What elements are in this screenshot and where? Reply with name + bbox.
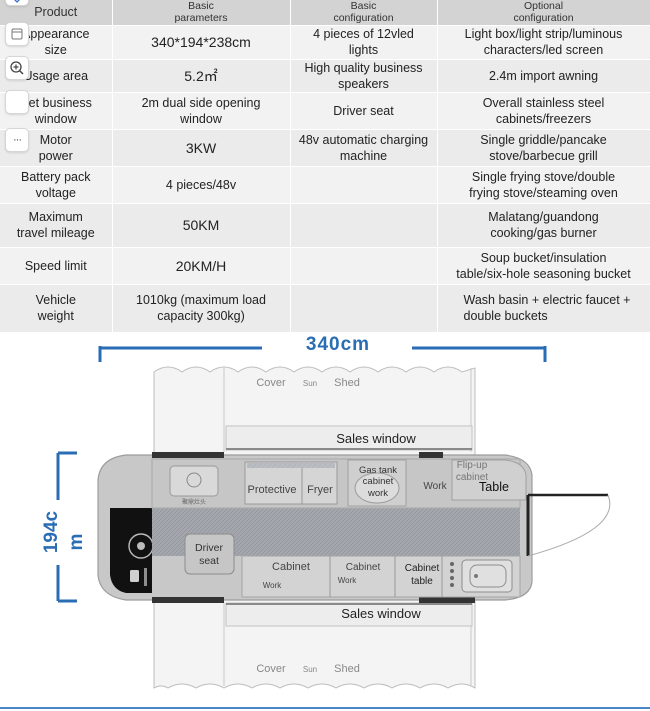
bottom-sun-label: Sun: [303, 665, 317, 674]
floor-plan-diagram: 340cm 194c m Cover Sun Shed Cover Sun Sh…: [41, 334, 611, 689]
sink-icon: [461, 559, 513, 593]
cell-basic: 48v automatic charging machine: [290, 129, 438, 167]
steering-hub-icon: [137, 542, 145, 550]
cell-parameter: 3KW: [112, 129, 291, 167]
stove-brand-label: 聚鼎灶头: [182, 498, 206, 506]
zoom-icon: [10, 61, 24, 75]
spec-table: Product Basic parameters Basic configura…: [0, 0, 650, 333]
cell-parameter: 4 pieces/48v: [112, 166, 291, 204]
cell-basic: Driver seat: [290, 92, 438, 130]
top-cover-label: Cover: [256, 377, 286, 389]
translate-icon: [14, 0, 20, 3]
cell-basic: 4 pieces of 12vled lights: [290, 25, 438, 60]
height-dimension: 194c m: [41, 451, 87, 603]
gas-tank-label-3: work: [367, 488, 388, 499]
driver-seat: [184, 533, 235, 575]
width-dimension: 340cm: [98, 334, 547, 362]
bottom-shed-label: Shed: [334, 663, 360, 675]
cell-parameter: 5.2㎡: [112, 59, 291, 93]
top-sun-label: Sun: [303, 379, 317, 388]
stove-icon: [169, 465, 219, 497]
header-basic-configuration: Basic configuration: [290, 0, 438, 26]
control-knobs: [450, 562, 454, 587]
cell-parameter: 340*194*238cm: [112, 25, 291, 60]
table-row: Speed limit 20KM/H Soup bucket/insulatio…: [0, 247, 650, 285]
table-row: Battery pack voltage 4 pieces/48v Single…: [0, 166, 650, 204]
panel-icon: [11, 28, 23, 40]
work-top-label: Work: [423, 481, 447, 492]
work1-label: Work: [263, 581, 283, 590]
cell-parameter: 1010kg (maximum load capacity 300kg): [112, 284, 291, 333]
side-panel-button[interactable]: [5, 22, 29, 46]
cell-parameter: 2m dual side opening window: [112, 92, 291, 130]
table-header-row: Product Basic parameters Basic configura…: [0, 0, 650, 26]
height-label-part2: m: [66, 534, 87, 551]
header-product: Product: [0, 0, 113, 26]
cell-product: Vehicle weight: [0, 284, 113, 333]
cell-basic: [290, 203, 438, 248]
pedal-icon: [130, 570, 139, 582]
cell-product: Usage area: [0, 59, 113, 93]
cabinet-table-label-2: table: [411, 576, 433, 587]
cell-basic: [290, 247, 438, 285]
vehicle-body: 聚鼎灶头 Protective Fryer Gas tank cabinet w…: [97, 452, 611, 603]
cabinet2-label: Cabinet: [346, 562, 381, 573]
table-row: Usage area 5.2㎡ High quality business sp…: [0, 59, 650, 93]
cell-parameter: 20KM/H: [112, 247, 291, 285]
protective-fryer-unit: [244, 461, 338, 505]
bottom-divider: [0, 707, 650, 709]
cell-optional: Overall stainless steel cabinets/freezer…: [437, 92, 650, 130]
header-basic-parameters: Basic parameters: [112, 0, 291, 26]
cell-basic: [290, 284, 438, 333]
cell-optional: Wash basin + electric faucet + double bu…: [437, 284, 650, 333]
more-button[interactable]: ···: [5, 128, 29, 152]
cell-basic: [290, 166, 438, 204]
work2-label: Work: [338, 576, 358, 585]
protective-label: Protective: [248, 484, 297, 496]
cell-optional: Single griddle/pancake stove/barbecue gr…: [437, 129, 650, 167]
bottom-cover-label: Cover: [256, 663, 286, 675]
more-icon: ···: [13, 134, 22, 146]
cell-optional: Single frying stove/double frying stove/…: [437, 166, 650, 204]
flip-up-label-2: cabinet: [456, 472, 488, 483]
flip-up-label-1: Flip-up: [457, 460, 488, 471]
blank-tool-button[interactable]: [5, 90, 29, 114]
zoom-button[interactable]: [5, 56, 29, 80]
table-row: Maximum travel mileage 50KM Malatang/gua…: [0, 203, 650, 248]
cell-product: Battery pack voltage: [0, 166, 113, 204]
cell-optional: Light box/light strip/luminous character…: [437, 25, 650, 60]
driver-seat-label-1: Driver: [195, 542, 224, 554]
cell-optional: 2.4m import awning: [437, 59, 650, 93]
fryer-label: Fryer: [307, 484, 333, 496]
translate-button[interactable]: [5, 0, 29, 6]
table-row: Appearance size 340*194*238cm 4 pieces o…: [0, 25, 650, 60]
gas-tank-label-1: Gas tank: [359, 465, 397, 476]
sales-window-top: Sales window: [225, 425, 473, 451]
cell-optional: Malatang/guandong cooking/gas burner: [437, 203, 650, 248]
width-label: 340cm: [306, 334, 370, 355]
table-label: Table: [479, 480, 509, 494]
sales-window-top-label: Sales window: [336, 431, 416, 446]
driver-seat-label-2: seat: [199, 555, 219, 567]
flip-up-cabinet: [451, 459, 527, 501]
driver-cab: [110, 508, 152, 593]
cabinet1-label: Cabinet: [272, 561, 310, 573]
top-shed-label: Shed: [334, 377, 360, 389]
height-label-part1: 194c: [41, 510, 62, 553]
table-row: Net business window 2m dual side opening…: [0, 92, 650, 130]
sales-window-bottom: Sales window: [225, 602, 473, 627]
cell-parameter: 50KM: [112, 203, 291, 248]
gas-tank-label-2: cabinet: [363, 476, 394, 487]
table-row: Motor power 3KW 48v automatic charging m…: [0, 129, 650, 167]
cell-product: Maximum travel mileage: [0, 203, 113, 248]
header-optional-configuration: Optional configuration: [437, 0, 650, 26]
cell-product: Speed limit: [0, 247, 113, 285]
cell-optional: Soup bucket/insulation table/six-hole se…: [437, 247, 650, 285]
cell-basic: High quality business speakers: [290, 59, 438, 93]
sales-window-bottom-label: Sales window: [341, 606, 421, 621]
table-row: Vehicle weight 1010kg (maximum load capa…: [0, 284, 650, 333]
cabinet-table-label-1: Cabinet: [405, 563, 440, 574]
